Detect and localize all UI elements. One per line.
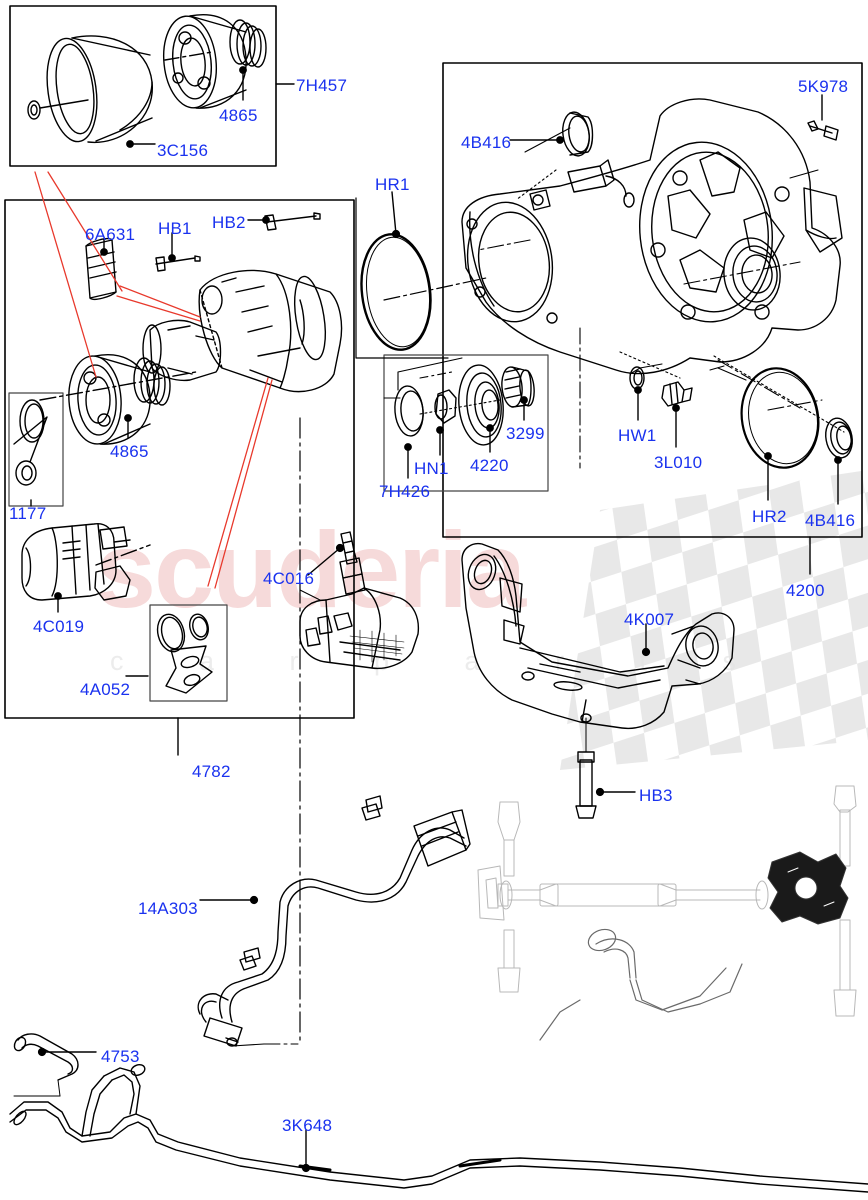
oil-cooler-part: [299, 569, 420, 670]
gasket-kit-part-4A052: [156, 613, 213, 694]
plug-part-3L010: [661, 381, 693, 407]
nut-part-HN1: [434, 389, 457, 424]
callout-label-HB1[interactable]: HB1: [158, 219, 192, 238]
callout-label-7H426[interactable]: 7H426: [379, 482, 431, 501]
clutch-housing-assembly: [198, 269, 343, 393]
seal-subset-1177: [13, 399, 48, 486]
differential-housing-body: [461, 98, 841, 375]
callout-leaders-clutch-box: [30, 216, 270, 756]
bolt-part-HB3: [575, 717, 597, 819]
callout-leaders-bracket: [595, 623, 651, 797]
hydraulic-pump-part-4C019: [21, 523, 151, 601]
ghost-differential-unit: [767, 851, 849, 925]
clutch-shaft-and-spline: [142, 319, 222, 382]
callout-leaders-top-box: [126, 66, 295, 148]
fluid-pipe-part-3K648: [9, 1064, 868, 1193]
differential-cover-plate: [638, 141, 843, 323]
callout-leader-harness: [199, 895, 259, 905]
wiring-harness-part-14A303: [197, 795, 471, 1047]
filter-part-6A631: [85, 237, 117, 301]
oil-seal-part-4B416-upper: [562, 111, 594, 157]
callout-label-3K648[interactable]: 3K648: [282, 1116, 333, 1135]
callout-label-4753[interactable]: 4753: [101, 1047, 140, 1066]
seal-ring-HR1-inner: [366, 236, 430, 348]
bolt-part-HB1: [155, 255, 201, 272]
highlight-lines-red: [34, 171, 273, 589]
callout-label-3C156[interactable]: 3C156: [157, 141, 209, 160]
callout-label-HB3[interactable]: HB3: [639, 786, 673, 805]
callout-label-HW1[interactable]: HW1: [618, 426, 657, 445]
callout-leaders-pipes: [37, 1047, 311, 1173]
callout-label-5K978[interactable]: 5K978: [798, 77, 849, 96]
callout-label-4B416-upper[interactable]: 4B416: [461, 133, 512, 152]
oil-seal-part-7H426: [394, 385, 424, 437]
ghost-pipe-assembly: [539, 928, 743, 1041]
callout-label-4B416-lower[interactable]: 4B416: [805, 511, 856, 530]
callout-label-3L010[interactable]: 3L010: [654, 453, 703, 472]
group-boxes: [4, 5, 863, 719]
housing-construction-lines: [477, 127, 845, 469]
callout-label-HB2[interactable]: HB2: [212, 213, 246, 232]
callout-label-4K007[interactable]: 4K007: [624, 610, 675, 629]
mounting-bracket-part-4K007: [461, 542, 735, 730]
callout-label-4A052[interactable]: 4A052: [80, 680, 131, 699]
callout-label-HR1[interactable]: HR1: [375, 175, 410, 194]
callout-leaders-housing: [509, 94, 842, 575]
callout-leaders-bearing-set: [404, 396, 528, 479]
hose-part-4753: [9, 1033, 79, 1097]
callout-label-4C019[interactable]: 4C019: [33, 617, 85, 636]
oil-seal-part-4B416-lower: [825, 417, 853, 459]
callout-label-4C016[interactable]: 4C016: [263, 569, 315, 588]
seal-ring-HR2-inner: [748, 371, 818, 465]
cv-boot-part-3C156: [27, 35, 153, 144]
subset-boxes: [8, 354, 549, 702]
callout-label-7H457[interactable]: 7H457: [296, 76, 348, 95]
bearing-subset-guide: [383, 357, 501, 415]
callout-label-HN1[interactable]: HN1: [414, 459, 449, 478]
seal-ring-part-HR2: [740, 367, 820, 469]
callout-label-6A631[interactable]: 6A631: [85, 225, 136, 244]
bearing-part-4220: [458, 364, 504, 446]
callout-label-4220[interactable]: 4220: [470, 456, 509, 475]
bolt-part-HB2: [264, 212, 321, 231]
bolt-part-5K978: [807, 120, 839, 141]
roller-bearing-part-3299: [501, 366, 535, 408]
callout-label-4865-top[interactable]: 4865: [219, 106, 258, 125]
hr1-box-outline: [355, 197, 487, 359]
callout-label-14A303[interactable]: 14A303: [138, 899, 198, 918]
callout-label-3299[interactable]: 3299: [506, 424, 545, 443]
sensor-part-4C016: [339, 531, 366, 595]
ghost-driveshaft-assembly: [477, 785, 857, 1017]
callout-leaders-pump-cooler: [54, 543, 345, 677]
callout-label-4782[interactable]: 4782: [192, 762, 231, 781]
seal-ring-part-HR1: [360, 233, 432, 351]
callout-leader-HR1: [391, 191, 401, 239]
callout-label-4865-lower[interactable]: 4865: [110, 442, 149, 461]
callout-label-HR2[interactable]: HR2: [752, 507, 787, 526]
cv-joint-part-4865-top: [162, 14, 267, 109]
callout-label-4200[interactable]: 4200: [786, 581, 825, 600]
callout-label-1177[interactable]: 1177: [9, 504, 47, 523]
cv-joint-part-4865-lower: [39, 354, 197, 445]
